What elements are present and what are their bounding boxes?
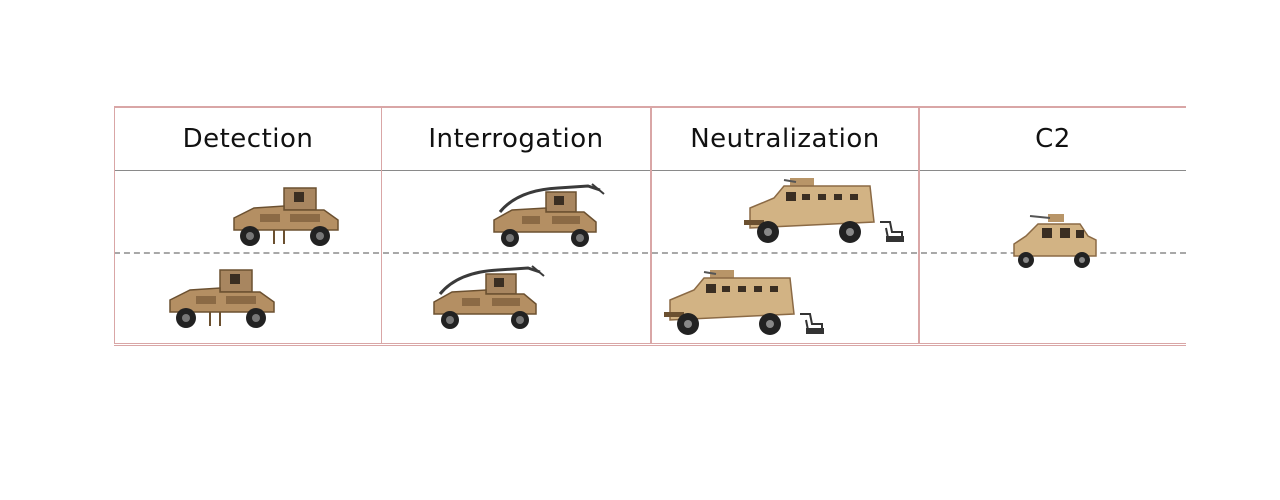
neutralization-vehicle-icon bbox=[664, 270, 824, 335]
column-c2: C2 bbox=[920, 108, 1186, 343]
interrogation-vehicle-icon bbox=[433, 265, 545, 329]
column-interrogation: Interrogation bbox=[382, 108, 652, 343]
header-c2: C2 bbox=[1035, 124, 1071, 154]
detection-vehicle-icon bbox=[169, 269, 275, 328]
header-neutralization: Neutralization bbox=[690, 124, 880, 154]
detection-vehicle-icon bbox=[233, 187, 339, 246]
c2-vehicle-icon bbox=[1013, 214, 1097, 268]
interrogation-vehicle-icon bbox=[493, 183, 605, 247]
route-clearance-table: Detection Interrogation Neutralization C… bbox=[114, 106, 1186, 346]
header-interrogation: Interrogation bbox=[428, 124, 604, 154]
neutralization-vehicle-icon bbox=[744, 178, 904, 243]
column-neutralization: Neutralization bbox=[652, 108, 920, 343]
header-detection: Detection bbox=[182, 124, 314, 154]
column-detection: Detection bbox=[114, 108, 382, 343]
